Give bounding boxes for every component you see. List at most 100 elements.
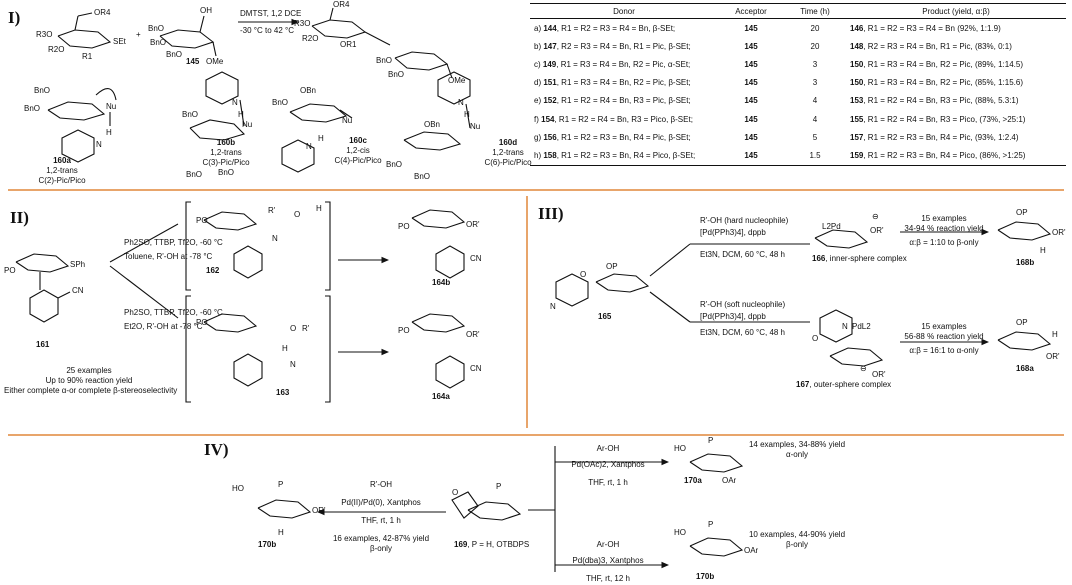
p170b-left-ho: HO	[232, 484, 244, 493]
int163-po: PO	[196, 318, 208, 327]
product-cell: 155, R1 = R2 = R4 = Bn, R3 = Pico, (73%,…	[850, 114, 1026, 124]
donor-r1: R1	[82, 52, 93, 61]
int160c-nu: Nu	[342, 116, 353, 125]
table-row: b) 147, R2 = R3 = R4 = Bn, R1 = Pic, β-S…	[530, 37, 1066, 55]
time-cell: 20	[810, 41, 820, 51]
int160d-obn: OBn	[424, 120, 441, 129]
int167-pdl2: PdL2	[852, 322, 871, 331]
int160c-h: H	[318, 134, 324, 143]
donor-cell: g) 156, R1 = R2 = R3 = Bn, R4 = Pic, β-S…	[534, 132, 691, 142]
acceptor-bno3: BnO	[166, 50, 183, 59]
p170b-bottom-id: 170b	[696, 572, 715, 581]
intermediate-160a	[47, 88, 117, 163]
p164a-po: PO	[398, 326, 410, 335]
product-168a	[997, 331, 1052, 351]
acceptor-bno1: BnO	[148, 24, 165, 33]
product-cell: 148, R2 = R3 = R4 = Bn, R1 = Pic, (83%, …	[850, 41, 1012, 51]
int166-caption: 166, inner-sphere complex	[812, 254, 907, 263]
sm165-op: OP	[606, 262, 618, 271]
acceptor-bno2: BnO	[150, 38, 167, 47]
p170b-left-or: OR'	[312, 506, 326, 515]
product-r2o: R2O	[302, 34, 319, 43]
section-label-1: I)	[8, 8, 21, 27]
int160c-obn: OBn	[300, 86, 317, 95]
donor-set: SEt	[113, 37, 126, 46]
header-acceptor: Acceptor	[718, 3, 784, 19]
product-164a	[411, 313, 466, 389]
sm-161	[15, 253, 71, 323]
product-170a	[689, 453, 744, 473]
p170b-bottom-p: P	[708, 520, 714, 529]
donor-cell: d) 151, R1 = R3 = R4 = Bn, R2 = Pic, β-S…	[534, 78, 691, 88]
int166-or: OR'	[870, 226, 884, 235]
p168b-op: OP	[1016, 208, 1028, 217]
time-cell: 3	[812, 78, 818, 88]
int-166	[814, 229, 869, 249]
product-bno1: BnO	[376, 56, 393, 65]
acceptor-cell: 145	[744, 78, 758, 88]
int163-r: R'	[302, 324, 310, 333]
time-cell: 5	[812, 132, 818, 142]
p168a-op: OP	[1016, 318, 1028, 327]
intermediate-160c	[281, 103, 353, 173]
donor-cell: c) 149, R1 = R3 = R4 = Bn, R2 = Pic, α-S…	[534, 59, 691, 69]
intermediate-160d	[403, 71, 471, 151]
acceptor-cell: 145	[744, 96, 758, 106]
p170a-oar: OAr	[722, 476, 737, 485]
product-cell: 150, R1 = R3 = R4 = Bn, R2 = Pic, (89%, …	[850, 59, 1023, 69]
int160a-bno: BnO	[34, 86, 51, 95]
bracket-162	[185, 201, 331, 291]
iv-bottom-conditions: Ar-OH Pd(dba)3, Xantphos THF, rt, 12 h	[572, 540, 644, 583]
product-170b-bottom	[689, 537, 744, 557]
int163-h: H	[282, 344, 288, 353]
int163-n: N	[290, 360, 296, 369]
p170b-left-id: 170b	[258, 540, 277, 549]
table-row: h) 158, R1 = R2 = R3 = Bn, R4 = Pico, β-…	[530, 146, 1066, 166]
ii-bottom-reagents: Ph2SO, TTBP, Tf2O, -60 °C	[124, 308, 223, 317]
ii-top-solvent: Toluene, R'-OH at -78 °C	[124, 252, 213, 261]
donor-r3o: R3O	[36, 30, 53, 39]
p164b-or: OR'	[466, 220, 480, 229]
p168a-h: H	[1052, 330, 1058, 339]
ii-summary: 25 examples Up to 90% reaction yield Eit…	[4, 366, 178, 395]
int162-po: PO	[196, 216, 208, 225]
donor-r2o: R2O	[48, 45, 65, 54]
int160a-caption: 160a 1,2-trans C(2)-Pic/Pico	[38, 156, 86, 185]
iv-left-conditions: R'-OH Pd(II)/Pd(0), Xantphos THF, rt, 1 …	[341, 480, 421, 525]
header-product: Product (yield, α:β)	[846, 3, 1066, 19]
iii-bottom-result: 15 examples 56-88 % reaction yield α:β =…	[904, 322, 984, 355]
sm161-id: 161	[36, 340, 50, 349]
iv-top-conditions: Ar-OH Pd(OAc)2, Xantphos THF, rt, 1 h	[571, 444, 645, 487]
sm165-id: 165	[598, 312, 612, 321]
donor-cell: e) 152, R1 = R2 = R4 = Bn, R3 = Pic, β-S…	[534, 96, 691, 106]
iii-top-line2: [Pd(PPh3)4], dppb	[700, 228, 766, 237]
iii-bottom-line1: R'-OH (soft nucleophile)	[700, 300, 786, 309]
p170b-left-h: H	[278, 528, 284, 537]
donor-cell: h) 158, R1 = R2 = R3 = Bn, R4 = Pico, β-…	[530, 146, 718, 166]
donor-cell: b) 147, R2 = R3 = R4 = Bn, R1 = Pic, β-S…	[534, 41, 691, 51]
donor-or4: OR4	[94, 8, 111, 17]
iv-top-result: 14 examples, 34-88% yield α-only	[748, 440, 846, 459]
int162-n: N	[272, 234, 278, 243]
product-bno2: BnO	[388, 70, 405, 79]
acceptor-cell: 145	[744, 132, 758, 142]
int160b-h: H	[238, 110, 244, 119]
p170b-left-p: P	[278, 480, 284, 489]
iii-top-line1: R'-OH (hard nucleophile)	[700, 216, 789, 225]
int160d-bno: BnO	[386, 160, 403, 169]
iv-bottom-result: 10 examples, 44-90% yield β-only	[748, 530, 846, 549]
int160b-nu: Nu	[242, 120, 253, 129]
acceptor-oh: OH	[200, 6, 212, 15]
sm161-sph: SPh	[70, 260, 86, 269]
sm169-o: O	[452, 488, 459, 497]
acceptor-ring	[159, 15, 217, 57]
section-label-2: II)	[10, 208, 29, 227]
int167-caption: 167, outer-sphere complex	[796, 380, 892, 389]
product-or4: OR4	[333, 0, 350, 9]
int163-o: O	[290, 324, 297, 333]
table-row: c) 149, R1 = R3 = R4 = Bn, R2 = Pic, α-S…	[530, 55, 1066, 73]
p170b-bottom-oar: OAr	[744, 546, 759, 555]
p170a-p: P	[708, 436, 714, 445]
sm165-n: N	[550, 302, 556, 311]
table-header-row: Donor Acceptor Time (h) Product (yield, …	[530, 3, 1066, 19]
